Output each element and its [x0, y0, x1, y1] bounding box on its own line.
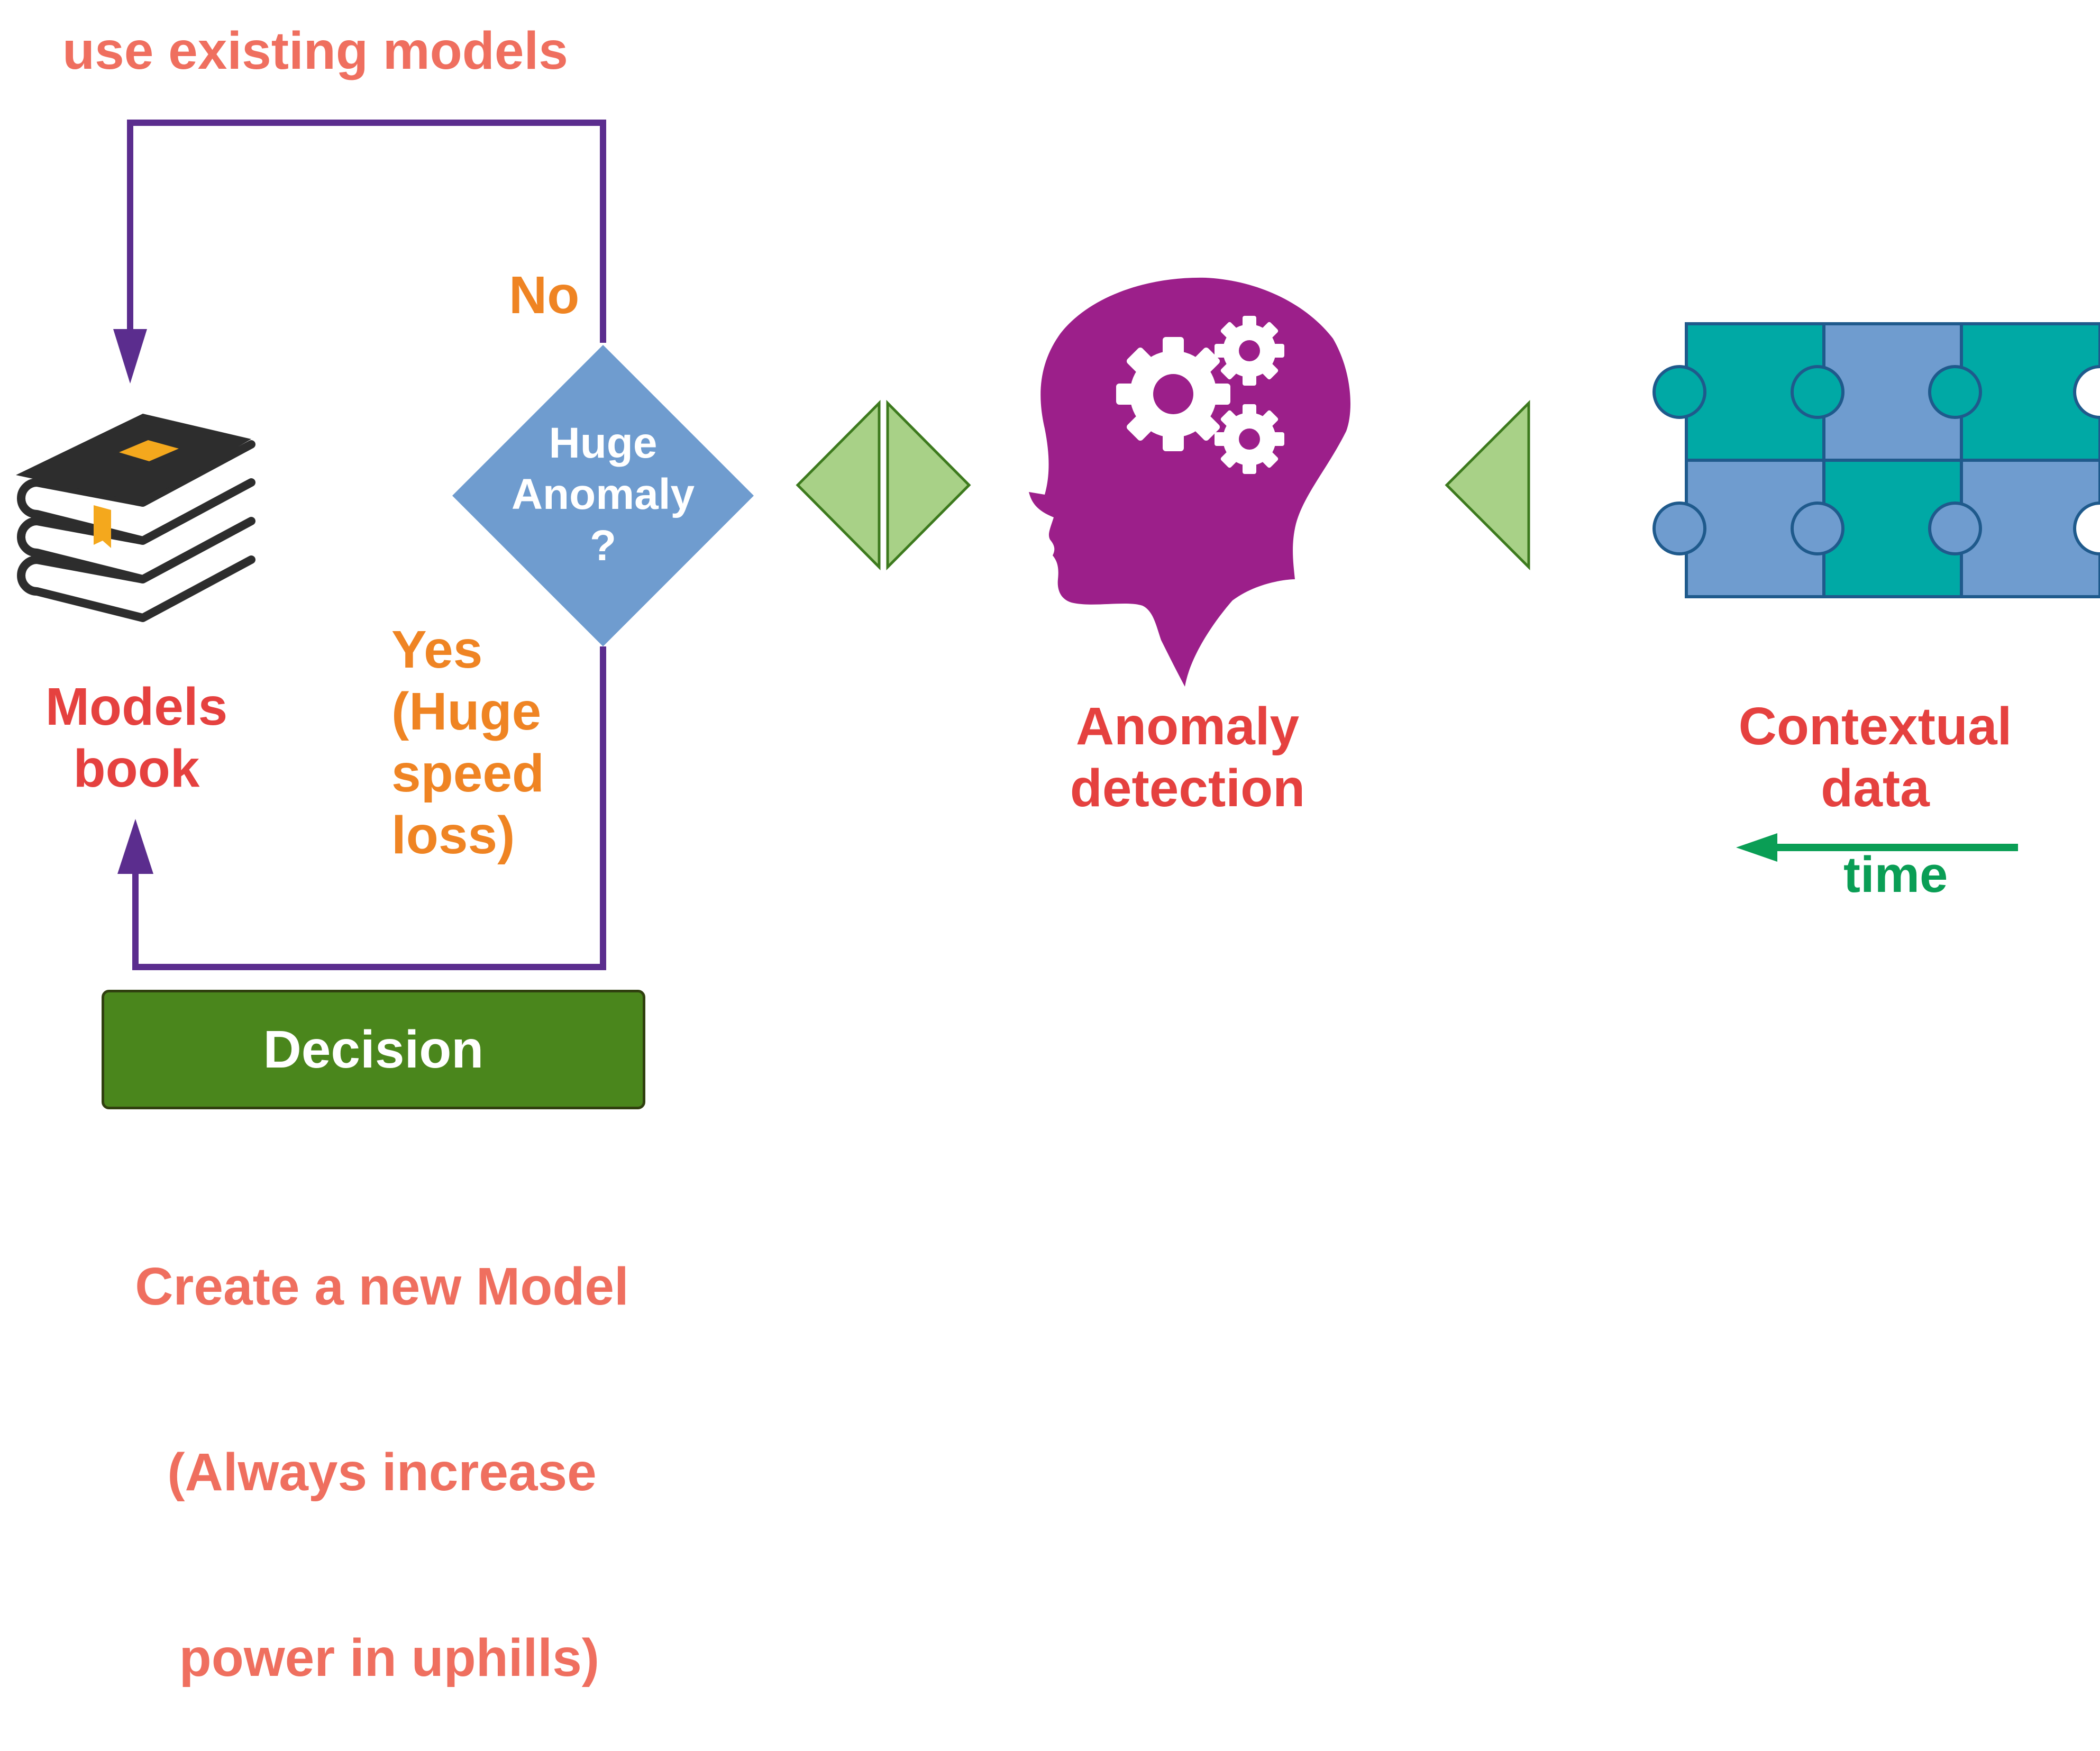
flow-triangle-input [1445, 399, 1530, 571]
yes-line: Yes [391, 620, 483, 679]
diamond-question-label: Huge Anomaly ? [512, 418, 695, 571]
yes-line: (Huge [391, 682, 542, 741]
flow-triangle-left [796, 399, 881, 571]
puzzle-icon [1652, 322, 2100, 598]
time-label: time [1843, 846, 1948, 903]
yes-branch-connector [132, 646, 606, 970]
anomaly-detection-line: detection [1070, 759, 1305, 818]
books-icon [16, 414, 255, 622]
flow-triangle-right [886, 399, 971, 571]
yes-label: Yes (Huge speed loss) [391, 619, 544, 867]
create-model-line: power in uphills) [164, 1628, 600, 1688]
diamond-line: Huge [549, 419, 658, 467]
decision-label: Decision [263, 1019, 484, 1079]
anomaly-detection-line: Anomaly [1075, 697, 1300, 756]
models-book-line: book [73, 739, 200, 798]
anomaly-detection-label: Anomaly detection [1070, 696, 1305, 819]
create-model-line: (Always increase [167, 1443, 597, 1502]
contextual-data-line: data [1821, 759, 1930, 818]
create-model-line: Create a new Model [135, 1257, 629, 1316]
yes-line: loss) [391, 806, 515, 865]
yes-line: speed [391, 744, 545, 803]
decision-diamond [452, 345, 754, 646]
contextual-data-label: Contextual data [1739, 696, 2012, 819]
diamond-line: ? [589, 521, 617, 570]
decision-box: Decision [102, 990, 645, 1109]
create-model-label: Create a new Model (Always increase powe… [135, 1132, 629, 1751]
diamond-line: Anomaly [511, 470, 695, 518]
use-existing-models-label: use existing models [62, 21, 568, 80]
head-gears-icon [1029, 277, 1350, 687]
yes-branch-arrowhead [117, 819, 153, 874]
diagram-canvas [16, 120, 2100, 970]
no-branch-connector [127, 120, 606, 343]
time-arrowhead [1736, 833, 1777, 862]
no-branch-arrowhead [113, 329, 147, 384]
models-book-label: Models book [45, 676, 227, 800]
no-label: No [509, 266, 580, 325]
models-book-line: Models [45, 677, 228, 736]
contextual-data-line: Contextual [1738, 697, 2012, 756]
